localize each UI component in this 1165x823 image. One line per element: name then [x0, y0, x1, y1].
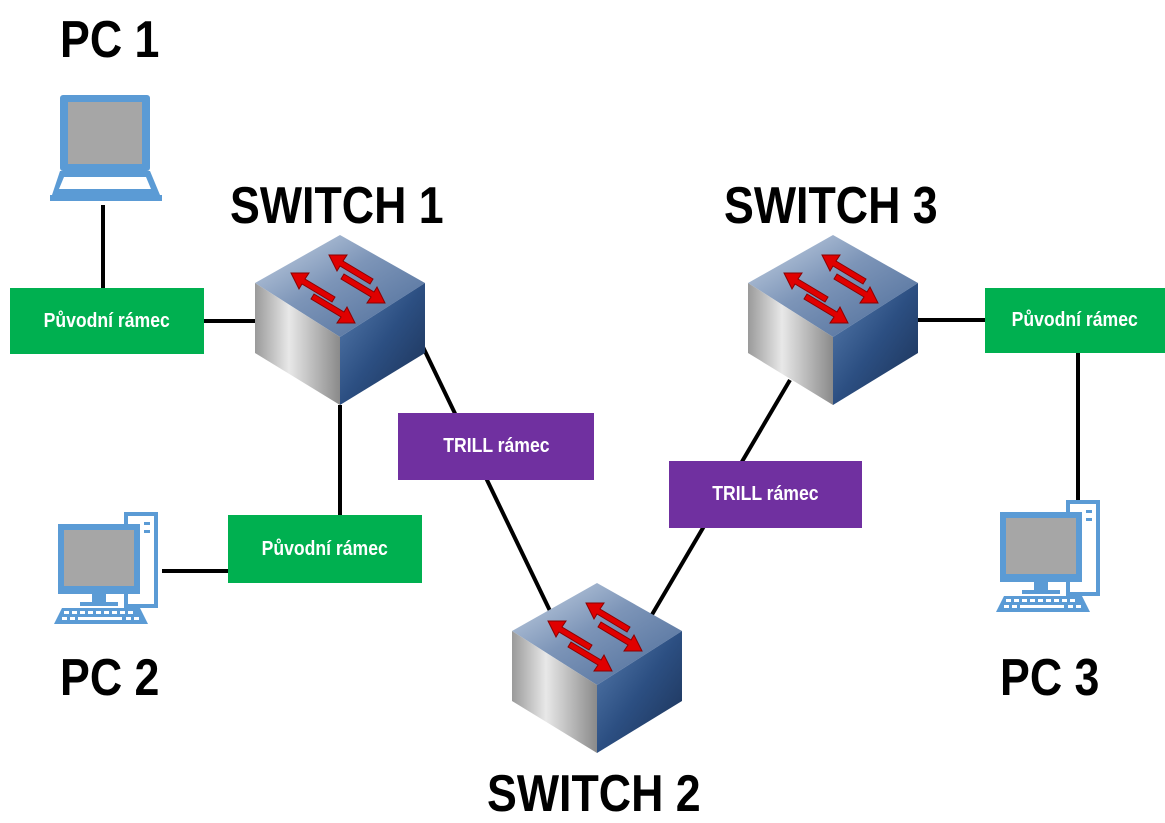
trill-frame-sw2-sw3: TRILL rámec	[669, 461, 862, 528]
switch2-label: SWITCH 2	[487, 765, 701, 823]
pc3-label: PC 3	[1000, 649, 1100, 707]
original-frame-pc1: Původní rámec	[10, 288, 204, 354]
pc2-label: PC 2	[60, 649, 160, 707]
laptop-icon	[50, 95, 162, 201]
link-switch1-switch2	[420, 344, 554, 616]
frame-label: Původní rámec	[1011, 309, 1139, 331]
frame-label: TRILL rámec	[442, 435, 550, 457]
switch1-label: SWITCH 1	[230, 177, 444, 235]
switch3-label: SWITCH 3	[724, 177, 938, 235]
original-frame-pc3: Původní rámec	[985, 288, 1165, 353]
network-switch-icon	[748, 235, 918, 405]
network-switch-icon	[255, 235, 425, 405]
desktop-computer-icon	[996, 500, 1100, 612]
pc1-label: PC 1	[60, 11, 160, 69]
trill-frame-sw1-sw2: TRILL rámec	[398, 413, 594, 480]
frame-label: TRILL rámec	[712, 483, 819, 505]
original-frame-pc2: Původní rámec	[228, 515, 422, 583]
desktop-computer-icon	[54, 512, 158, 624]
network-switch-icon	[512, 583, 682, 753]
frame-label: Původní rámec	[43, 309, 171, 332]
frame-label: Původní rámec	[261, 537, 389, 560]
